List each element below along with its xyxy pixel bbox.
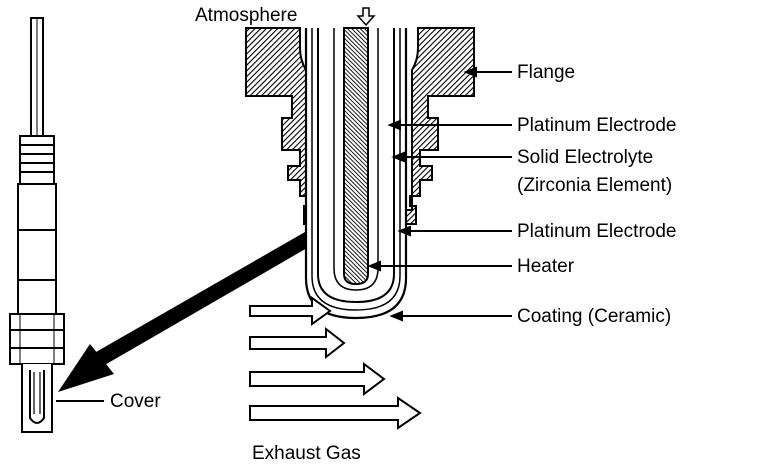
sensor-tip (29, 370, 45, 424)
sensor-cover (21, 364, 53, 433)
platinum-electrode-outer-layer (311, 28, 401, 311)
atmosphere-label: Atmosphere (195, 5, 298, 26)
zoom-arrow (58, 232, 314, 392)
cover-label: Cover (110, 391, 161, 412)
sensor-hex (9, 313, 65, 365)
coating-label: Coating (Ceramic) (517, 306, 672, 327)
exhaust-gas-label: Exhaust Gas (252, 443, 361, 464)
platinum-electrode-inner-label: Platinum Electrode (517, 115, 677, 136)
exhaust-gas-arrows (249, 296, 422, 430)
atmosphere-arrow-icon (356, 7, 376, 27)
exhaust-arrow-2 (249, 326, 346, 360)
exhaust-arrow-4 (249, 396, 422, 430)
exhaust-arrow-3 (249, 362, 386, 396)
exhaust-arrow-1 (249, 296, 332, 326)
sensor-overview (9, 17, 65, 433)
solid-electrolyte-label: Solid Electrolyte (517, 147, 654, 168)
leader-lines (56, 66, 512, 402)
platinum-electrode-inner-layer (333, 28, 379, 291)
heater-rod (343, 27, 369, 286)
sensor-body (17, 183, 57, 315)
zirconia-element-label: (Zirconia Element) (517, 175, 673, 196)
heater-label: Heater (517, 256, 575, 277)
flange-label: Flange (517, 62, 576, 83)
sensor-thread (19, 135, 55, 185)
cross-section (245, 27, 475, 320)
platinum-electrode-outer-label: Platinum Electrode (517, 221, 677, 242)
